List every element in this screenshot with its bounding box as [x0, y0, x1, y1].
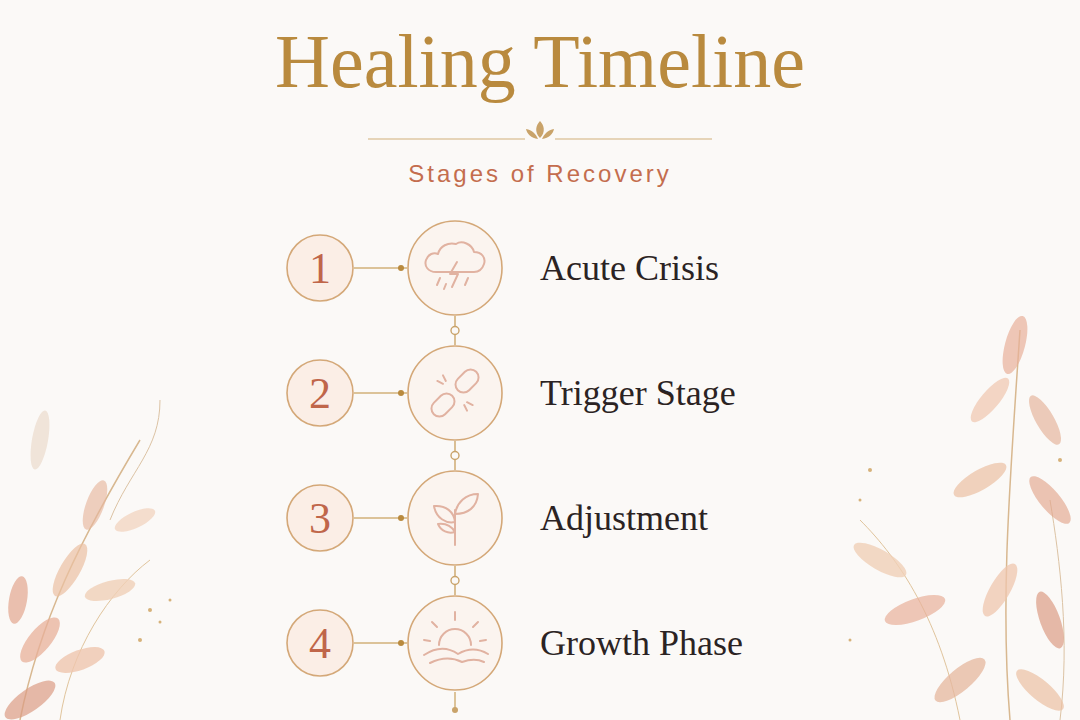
step-number: 3: [286, 484, 354, 552]
leaf-decoration: [849, 313, 1077, 720]
stage-name: Adjustment: [540, 497, 708, 539]
circle-outline: [407, 595, 503, 691]
stage-name: Acute Crisis: [540, 247, 719, 289]
connector: [354, 515, 407, 521]
connector: [451, 566, 459, 595]
circle-outline: [407, 220, 503, 316]
step-number: 2: [286, 359, 354, 427]
title: Healing Timeline: [0, 18, 1080, 105]
tail-dot: [452, 707, 458, 713]
number-circle: 1: [286, 234, 354, 302]
leaf-decoration: [0, 400, 171, 720]
number-circle: 3: [286, 484, 354, 552]
connector: [354, 640, 407, 646]
tail-line: [454, 692, 456, 708]
divider-ornament: [526, 121, 554, 139]
stage-name: Growth Phase: [540, 622, 743, 664]
circle-outline: [407, 470, 503, 566]
divider-line: [368, 138, 525, 139]
step-number: 4: [286, 609, 354, 677]
stage-circle: Growth Phase: [407, 595, 503, 691]
connector: [451, 316, 459, 345]
stage-name: Trigger Stage: [540, 372, 736, 414]
number-circle: 2: [286, 359, 354, 427]
number-circle: 4: [286, 609, 354, 677]
divider-line: [555, 138, 712, 139]
stage-circle: Acute Crisis: [407, 220, 503, 316]
subtitle: Stages of Recovery: [0, 160, 1080, 188]
circle-outline: [407, 345, 503, 441]
stage-circle: Trigger Stage: [407, 345, 503, 441]
step-number: 1: [286, 234, 354, 302]
stage-circle: Adjustment: [407, 470, 503, 566]
connector: [354, 390, 407, 396]
connector: [354, 265, 407, 271]
connector: [451, 441, 459, 470]
